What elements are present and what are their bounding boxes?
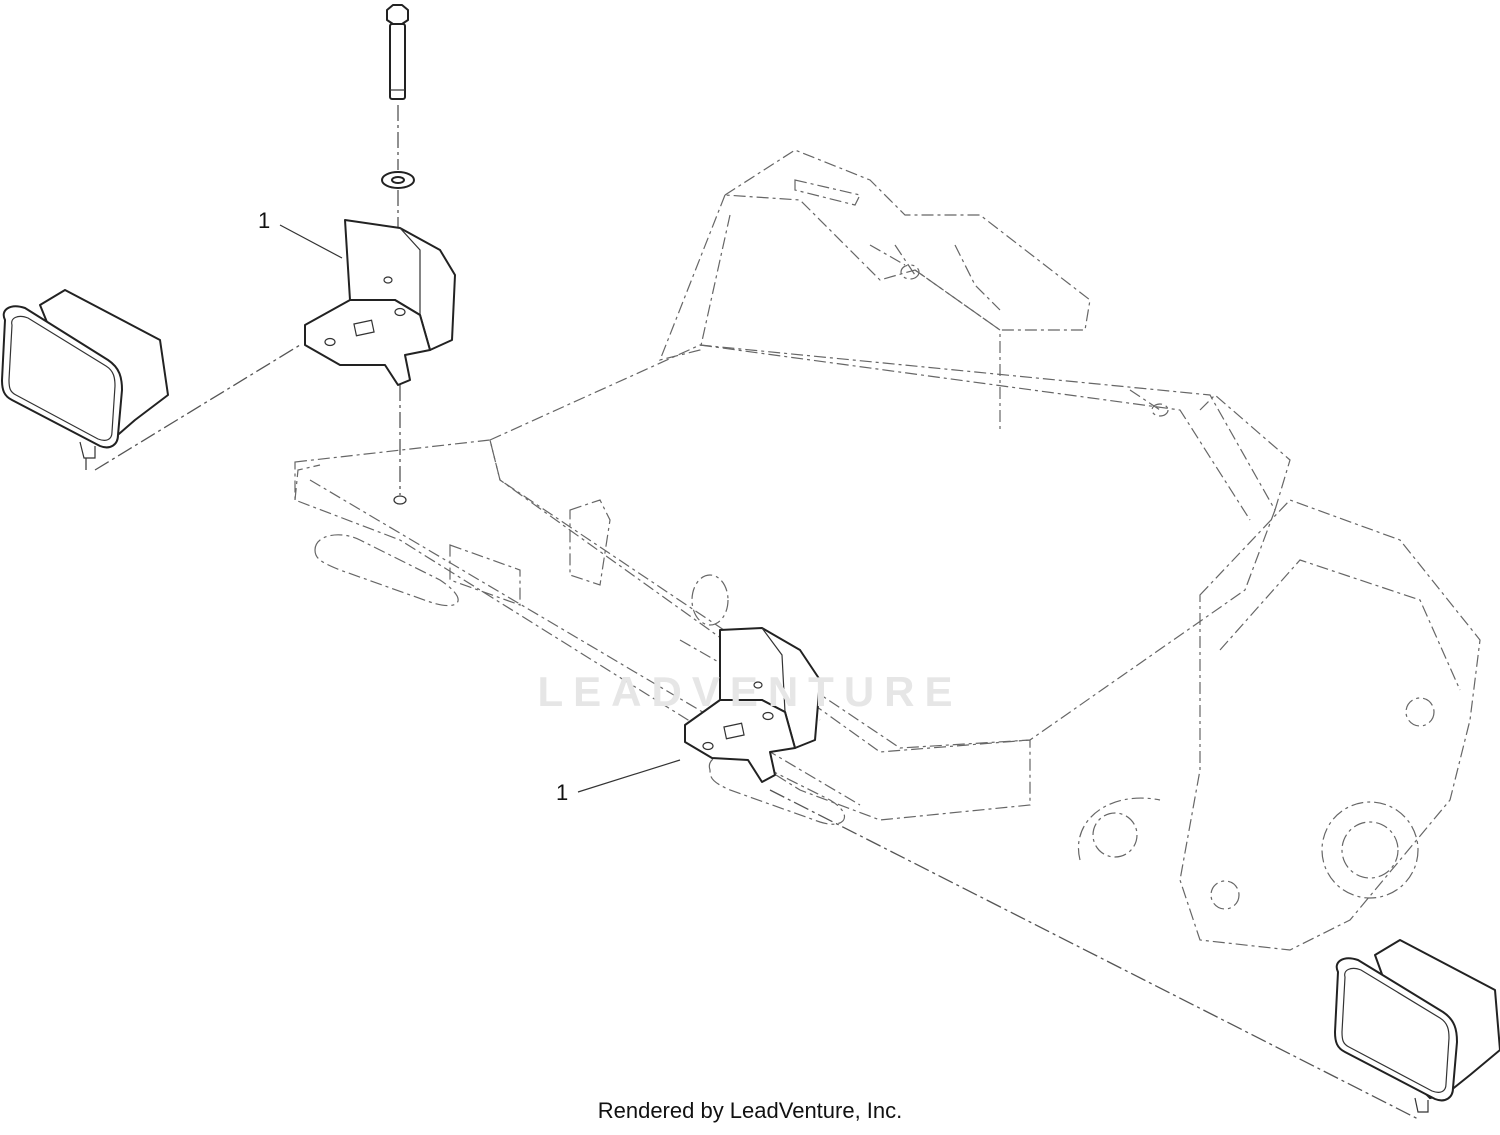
callout-1-lower-leader: [577, 759, 681, 793]
work-light-right: [1334, 939, 1500, 1113]
bolt: [386, 4, 409, 100]
callout-1-upper: 1: [258, 208, 271, 233]
mower-frame: [294, 149, 1481, 951]
light-left-centerline: [94, 344, 301, 471]
light-right-centerline: [769, 789, 1421, 1121]
light-bracket-lower: [684, 627, 821, 783]
washer: [381, 171, 415, 189]
footer-credit: Rendered by LeadVenture, Inc.: [597, 1098, 903, 1123]
watermark: LEADVENTURE: [537, 668, 963, 715]
callout-1-lower: 1: [556, 780, 569, 805]
work-light-left: [1, 289, 169, 470]
callout-1-upper-leader: [279, 224, 343, 259]
frame-hole: [393, 495, 407, 505]
light-bracket-upper: [304, 219, 456, 386]
